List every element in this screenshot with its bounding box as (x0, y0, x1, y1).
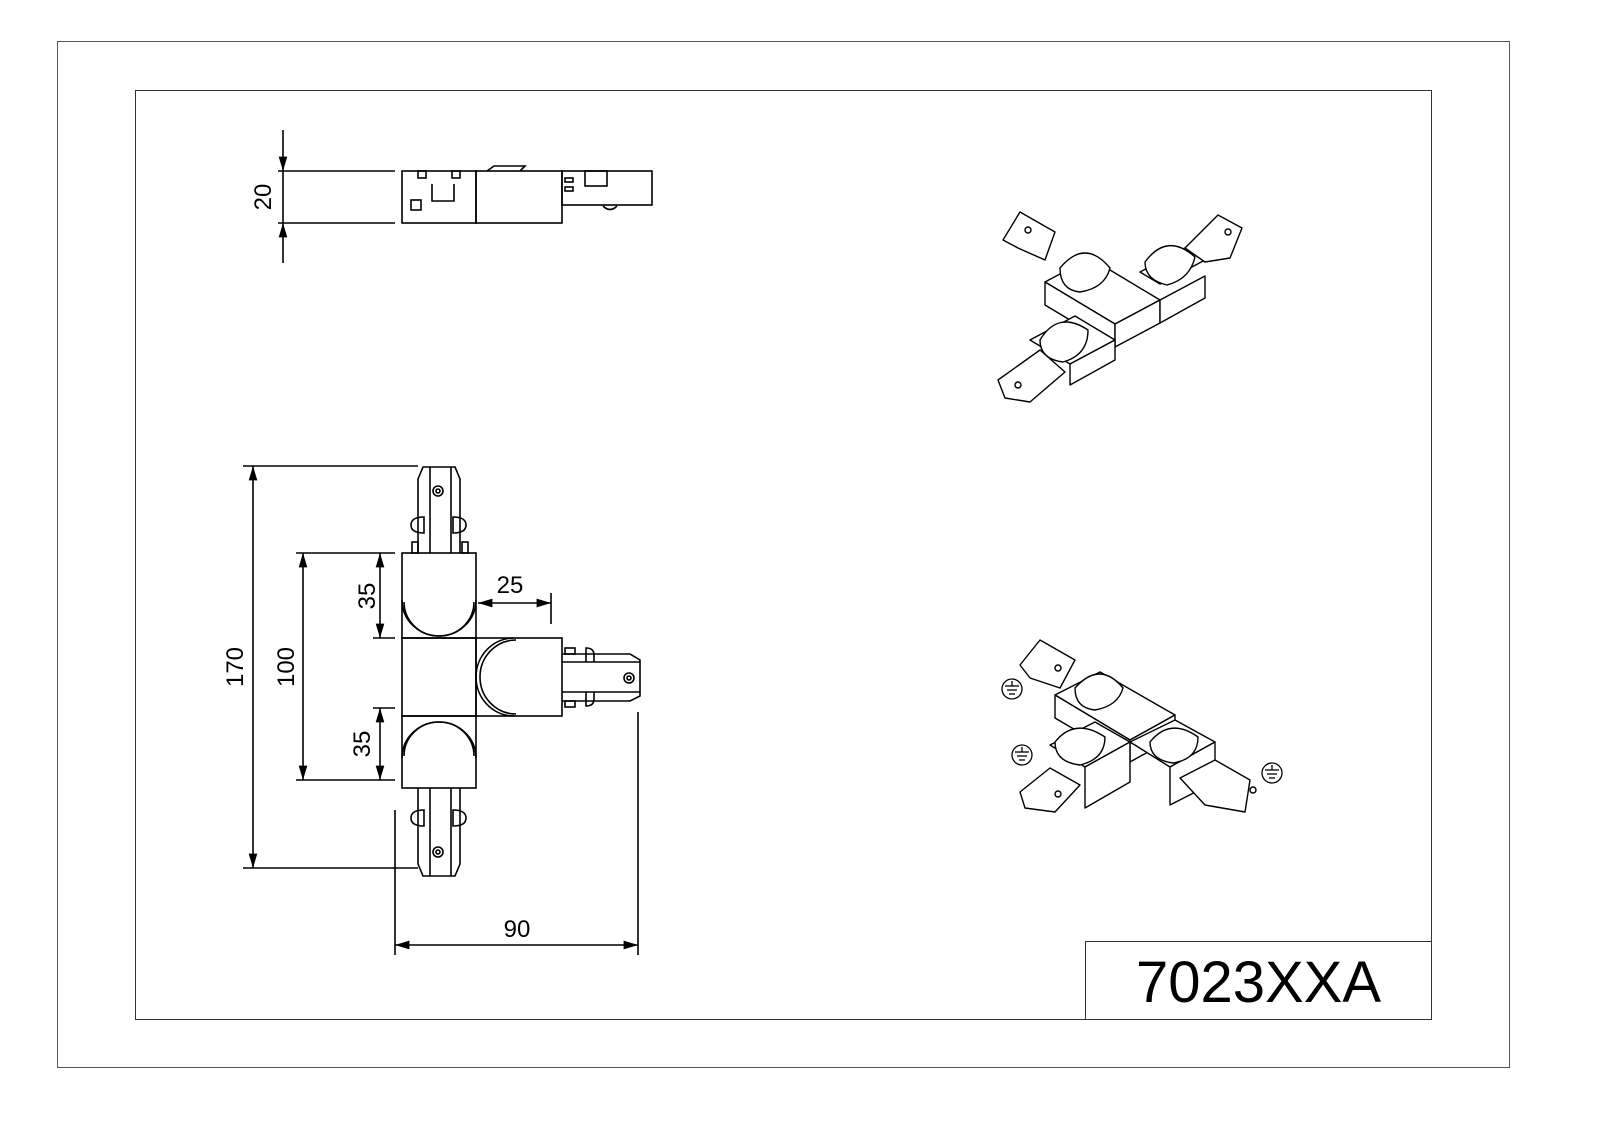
earth-symbol-icon (1011, 744, 1033, 766)
isometric-view-2 (1019, 639, 1257, 813)
outer-border (57, 41, 1510, 1068)
earth-symbol-icon (1001, 678, 1023, 700)
dim-height: 20 (250, 184, 277, 211)
drawing-border (135, 90, 1432, 1020)
dim-overall-width: 90 (504, 916, 531, 943)
dim-upper-arm: 35 (354, 583, 381, 610)
isometric-view-1 (997, 211, 1243, 403)
earth-symbol-icon (1261, 762, 1283, 784)
dim-overall-length: 170 (222, 647, 249, 687)
dim-body-length: 100 (273, 647, 300, 687)
top-view (243, 465, 641, 955)
dim-branch-offset: 25 (497, 572, 524, 599)
dim-lower-arm: 35 (349, 731, 376, 758)
side-view (278, 130, 653, 263)
title-block: 7023XXA (1085, 941, 1432, 1020)
part-number: 7023XXA (1135, 949, 1382, 1015)
